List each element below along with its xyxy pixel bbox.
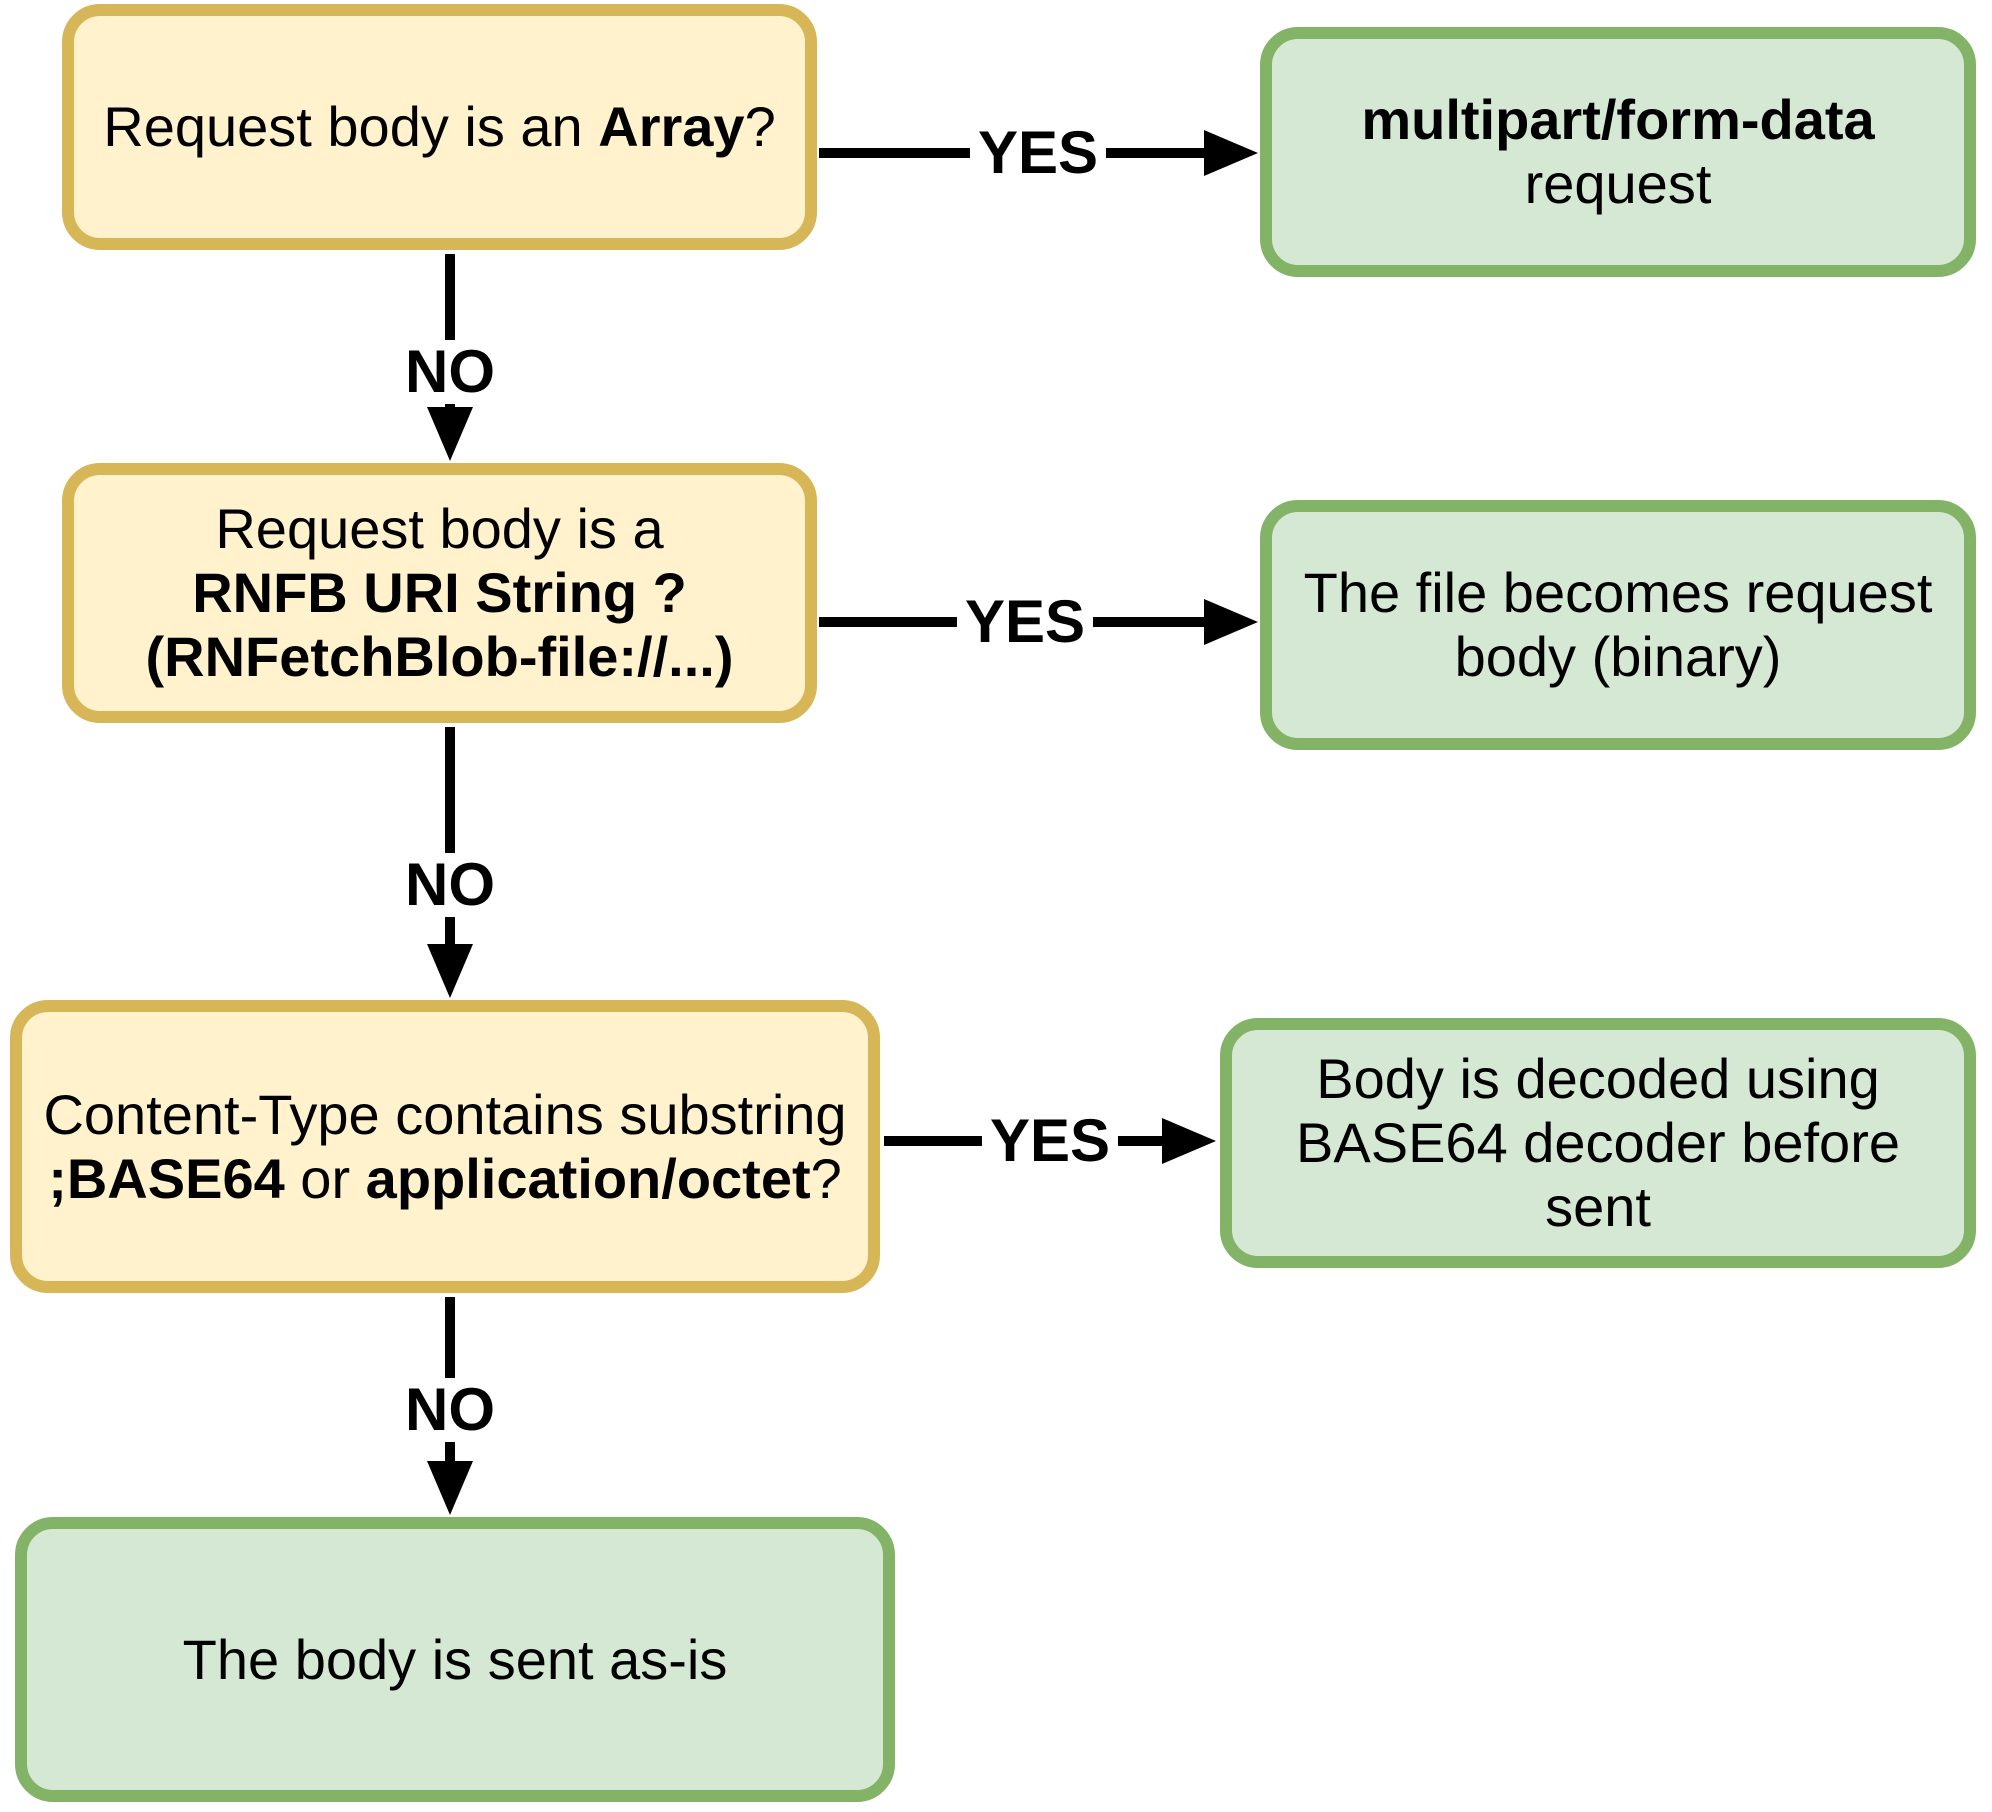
node-rnfb-uri-question: Request body is a RNFB URI String ? (RNF… <box>62 463 817 723</box>
node-as-is-result: The body is sent as-is <box>15 1517 895 1802</box>
node-text-line: RNFB URI String ? <box>192 561 687 625</box>
node-base64-decode-result: Body is decoded using BASE64 decoder bef… <box>1220 1018 1976 1268</box>
node-text-line: body (binary) <box>1455 625 1782 689</box>
text-run: RNFB URI String ? <box>192 561 687 624</box>
text-run: Array <box>598 95 745 158</box>
edge-label-no-3: NO <box>397 1378 503 1442</box>
node-text-line: Request body is an Array? <box>103 95 775 159</box>
text-run: multipart/form-data <box>1361 88 1875 151</box>
text-run: Body is decoded using <box>1316 1047 1880 1110</box>
node-text-line: (RNFetchBlob-file://...) <box>146 625 734 689</box>
node-text-line: Body is decoded using <box>1316 1047 1880 1111</box>
text-run: ? <box>810 1146 842 1210</box>
text-run: ? <box>744 95 776 158</box>
text-run: (RNFetchBlob-file://...) <box>145 625 734 688</box>
edge-label-yes-2: YES <box>956 590 1094 654</box>
arrowhead-icon <box>1204 130 1258 176</box>
text-run: or <box>284 1146 366 1210</box>
node-multipart-result: multipart/form-data request <box>1260 27 1976 277</box>
text-run: The file becomes request <box>1303 561 1933 624</box>
node-text-line: BASE64 decoder before sent <box>1250 1111 1946 1239</box>
node-base64-question: Content-Type contains substring ;BASE64 … <box>10 1000 880 1293</box>
text-run: Content-Type contains substring <box>43 1082 847 1146</box>
node-text-line: The body is sent as-is <box>183 1628 728 1692</box>
text-run: The body is sent as-is <box>182 1627 728 1691</box>
node-text-line: ;BASE64 or application/octet? <box>48 1147 842 1211</box>
text-run: BASE64 decoder before sent <box>1296 1111 1900 1238</box>
edge-label-no-1: NO <box>397 340 503 404</box>
node-text-line: multipart/form-data <box>1361 88 1874 152</box>
arrowhead-icon <box>427 407 473 461</box>
node-array-question: Request body is an Array? <box>62 4 817 250</box>
text-run: Request body is a <box>215 497 664 560</box>
node-text-line: Content-Type contains substring <box>43 1083 846 1147</box>
edge-label-yes-3: YES <box>981 1109 1119 1173</box>
text-run: ;BASE64 <box>48 1146 285 1210</box>
arrowhead-icon <box>1162 1118 1216 1164</box>
text-run: application/octet <box>365 1146 811 1210</box>
node-text-line: Request body is a <box>215 497 663 561</box>
node-text-line: request <box>1525 152 1712 216</box>
node-text-line: The file becomes request <box>1304 561 1933 625</box>
edge-label-no-2: NO <box>397 853 503 917</box>
text-run: Request body is an <box>103 95 599 158</box>
arrowhead-icon <box>427 944 473 998</box>
arrowhead-icon <box>1204 599 1258 645</box>
text-run: body (binary) <box>1454 625 1782 688</box>
arrowhead-icon <box>427 1461 473 1515</box>
edge-label-yes-1: YES <box>969 121 1107 185</box>
text-run: request <box>1524 152 1712 215</box>
node-file-binary-result: The file becomes request body (binary) <box>1260 500 1976 750</box>
